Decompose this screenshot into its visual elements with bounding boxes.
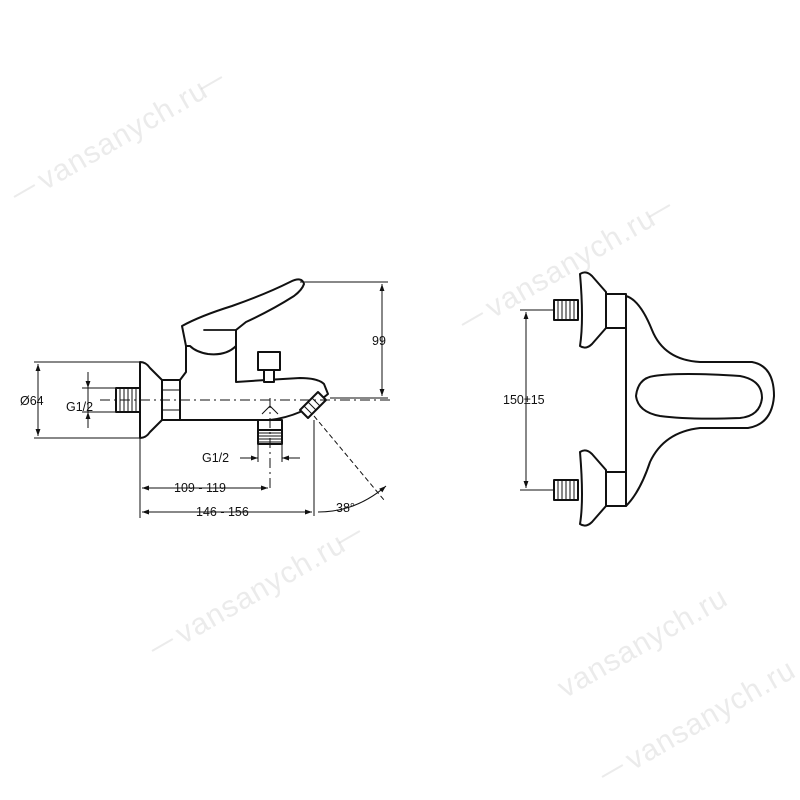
top-thread-lines (557, 300, 575, 320)
label-diameter: Ø64 (20, 394, 44, 408)
label-dim-146-156: 146 - 156 (196, 505, 249, 519)
watermark-text: vansanych.ru (170, 527, 351, 651)
bottom-inlet-thread-lines (557, 480, 575, 500)
bottom-union-nut (605, 471, 627, 507)
angle-arc (317, 485, 387, 513)
watermark-text: vansanych.ru (620, 653, 800, 777)
diverter-knob (257, 351, 281, 371)
label-angle: 38° (336, 501, 355, 515)
bottom-escutcheon (579, 449, 607, 527)
label-thread-bottom: G1/2 (202, 451, 229, 465)
top-union-nut (605, 293, 627, 329)
label-thread-left: G1/2 (66, 400, 93, 414)
label-spacing: 150±15 (503, 393, 545, 407)
spout-jet-line (313, 415, 385, 501)
label-height: 99 (372, 334, 386, 348)
diverter-stem (263, 369, 275, 383)
label-dim-109-119: 109 - 119 (174, 481, 226, 495)
front-view (520, 271, 775, 527)
watermark-text: vansanych.ru (552, 581, 733, 705)
lever-handle (181, 278, 305, 356)
side-view (34, 278, 392, 518)
front-lever (635, 373, 763, 420)
top-escutcheon (579, 271, 607, 349)
watermark-text: vansanych.ru (32, 73, 213, 197)
